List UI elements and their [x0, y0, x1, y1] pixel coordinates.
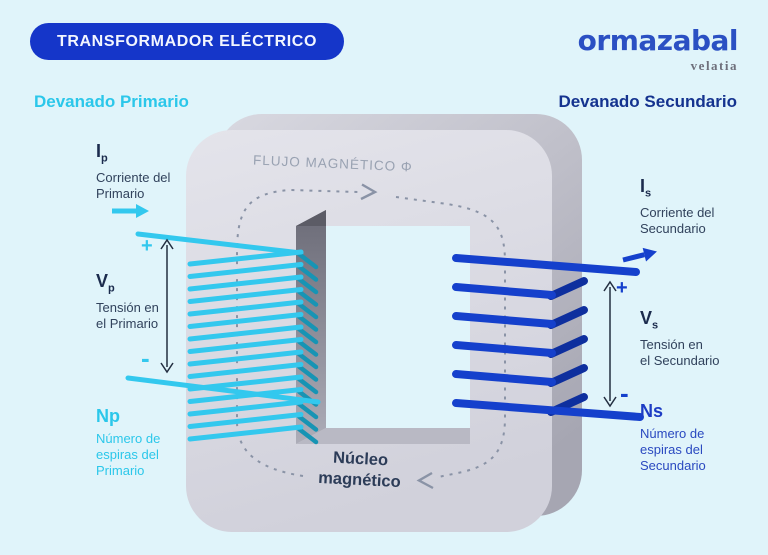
- secondary-current-label: Is Corriente del Secundario: [640, 176, 715, 236]
- winding-turn: [187, 362, 304, 379]
- winding-turn: [296, 314, 319, 332]
- winding-turn: [296, 339, 319, 357]
- secondary-top-lead: [452, 254, 640, 276]
- secondary-voltage-arrow-icon: [603, 280, 617, 408]
- winding-turn: [187, 249, 304, 267]
- secondary-winding-heading: Devanado Secundario: [558, 92, 737, 111]
- winding-turn: [296, 301, 319, 320]
- winding-turn: [452, 283, 556, 299]
- primary-bottom-lead: [125, 375, 321, 405]
- winding-turn: [296, 364, 319, 382]
- winding-turn: [296, 264, 319, 282]
- winding-turn: [547, 306, 588, 329]
- winding-turn: [187, 387, 304, 404]
- primary-winding-back-wraps: [296, 251, 319, 445]
- primary-voltage-label: Vp Tensión en el Primario: [96, 271, 159, 331]
- primary-current-arrow-icon: [112, 204, 149, 218]
- winding-turn: [296, 289, 319, 307]
- primary-top-lead: [135, 231, 304, 256]
- winding-turn: [187, 424, 304, 442]
- secondary-minus-sign: -: [620, 378, 629, 408]
- winding-turn: [296, 426, 319, 445]
- winding-turn: [187, 262, 304, 279]
- core-window-corner-shade: [296, 210, 326, 226]
- title-badge: TRANSFORMADOR ELÉCTRICO: [30, 23, 345, 60]
- primary-winding-turns: [187, 249, 304, 442]
- winding-turn: [547, 335, 588, 358]
- winding-turn: [452, 312, 556, 328]
- winding-turn: [187, 287, 304, 304]
- winding-turn: [187, 324, 304, 342]
- page-title: TRANSFORMADOR ELÉCTRICO: [57, 33, 318, 50]
- logo-subbrand: velatia: [690, 58, 738, 73]
- flux-arrowhead-left-icon: [416, 471, 434, 490]
- flux-arrowhead-right-icon: [360, 183, 378, 201]
- primary-current-label: Ip Corriente del Primario: [96, 141, 171, 201]
- primary-minus-sign: -: [141, 343, 150, 373]
- winding-turn: [187, 312, 304, 329]
- winding-turn: [187, 337, 304, 354]
- secondary-winding-turns: [452, 283, 556, 386]
- winding-turn: [296, 401, 319, 420]
- winding-turn: [296, 276, 319, 295]
- winding-turn: [296, 414, 319, 432]
- core-window-hole: [326, 226, 470, 428]
- winding-turn: [187, 274, 304, 292]
- secondary-voltage-label: Vs Tensión en el Secundario: [640, 308, 720, 368]
- winding-turn: [187, 299, 304, 317]
- winding-turn: [296, 376, 319, 395]
- secondary-current-arrow-icon: [622, 247, 657, 263]
- winding-turn: [296, 326, 319, 345]
- logo-wordmark: ormazabal: [577, 24, 739, 57]
- secondary-plus-sign: +: [616, 277, 628, 299]
- winding-turn: [452, 341, 556, 357]
- primary-winding-heading: Devanado Primario: [34, 92, 189, 111]
- flux-path-left-top: [236, 188, 359, 477]
- winding-turn: [187, 349, 304, 367]
- winding-turn: [296, 351, 319, 370]
- brand-logo: ormazabal velatia: [577, 24, 739, 74]
- winding-turn: [187, 412, 304, 429]
- winding-turn: [296, 251, 319, 270]
- secondary-turns-label: Ns Número de espiras del Secundario: [640, 401, 706, 473]
- primary-plus-sign: +: [141, 235, 153, 257]
- winding-turn: [452, 370, 556, 386]
- winding-turn: [547, 364, 588, 387]
- winding-turn: [187, 399, 304, 417]
- primary-turns-label: Np Número de espiras del Primario: [96, 406, 161, 478]
- winding-turn: [547, 277, 588, 300]
- primary-voltage-arrow-icon: [160, 238, 174, 374]
- core-window-bottom-wall: [296, 428, 470, 444]
- secondary-bottom-lead: [452, 399, 644, 421]
- magnetic-core-label: Núcleo magnético: [317, 448, 402, 492]
